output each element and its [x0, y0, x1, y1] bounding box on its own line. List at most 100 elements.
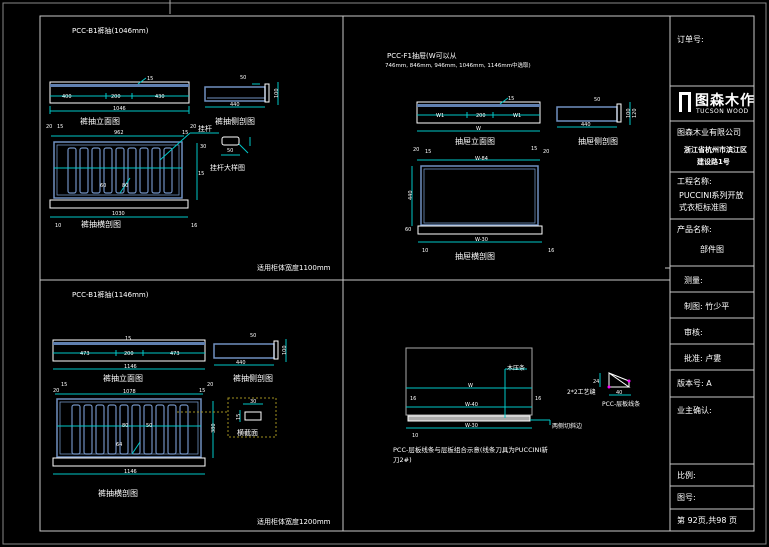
elevation-caption: 裤抽立面图 — [103, 373, 143, 383]
measure-field: 测量: — [684, 276, 703, 285]
logo-name-en: TUCSON WOOD — [696, 108, 749, 115]
dim-label: 20 — [413, 147, 419, 153]
dim-label: 15 — [236, 414, 242, 420]
top-right-elevation — [416, 97, 541, 132]
cross-caption: 裤抽横剖图 — [81, 219, 121, 229]
dim-label: 50 — [594, 97, 600, 103]
dim-label: 200 — [111, 94, 121, 100]
dim-label: 1030 — [112, 211, 125, 217]
dim-label: 100 — [626, 108, 632, 118]
dim-label: 440 — [581, 122, 591, 128]
top-right-side-section — [556, 102, 631, 128]
dim-label: 20 — [53, 388, 59, 394]
version-field: 版本号: A — [677, 379, 712, 388]
dim-label: 440 — [230, 102, 240, 108]
dim-label: W-84 — [475, 156, 488, 162]
approver-field: 批准: 卢婁 — [684, 354, 722, 363]
dim-label: 50 — [240, 75, 246, 81]
dim-label: W1 — [436, 113, 444, 119]
project-name-line2: 式衣柜标准图 — [679, 203, 727, 212]
dim-label: 15 — [125, 336, 131, 342]
company-name: 图森木业有限公司 — [677, 128, 741, 137]
elevation-caption: 抽屉立面图 — [455, 136, 495, 146]
shelf-strip-assembly — [405, 347, 551, 429]
dim-label: 15 — [61, 382, 67, 388]
top-left-side-section — [204, 82, 279, 108]
project-name-label: 工程名称: — [677, 177, 712, 186]
dim-label: 80 — [122, 423, 128, 429]
drawing-number-field: 图号: — [677, 493, 696, 502]
project-name-line1: PUCCINI系列开放 — [679, 191, 744, 200]
top-left-cross-section — [49, 132, 219, 218]
dim-label: 10 — [55, 223, 61, 229]
dim-label: 15 — [425, 149, 431, 155]
dim-label: 16 — [191, 223, 197, 229]
dim-label: 15 — [199, 388, 205, 394]
title-block — [665, 15, 755, 532]
top-left-elevation — [49, 77, 190, 114]
dim-label: W — [476, 126, 481, 132]
dim-label: W-30 — [475, 237, 488, 243]
dim-label: 20 — [190, 124, 196, 130]
logo-mark-icon — [679, 92, 691, 112]
cross-caption: 裤抽横剖图 — [98, 488, 138, 498]
groove-label: 2*2工艺缝 — [567, 388, 596, 396]
dim-label: 440 — [408, 190, 414, 200]
dim-label: 15 — [182, 130, 188, 136]
dim-label: 473 — [170, 351, 180, 357]
rod-label: 挂杆 — [198, 124, 212, 133]
dim-label: 80 — [122, 183, 128, 189]
dim-label: 24 — [593, 379, 599, 385]
product-name-value: 部件图 — [700, 245, 724, 254]
dim-label: 30 — [200, 144, 206, 150]
dim-label: 30 — [250, 399, 256, 405]
side-caption: 裤抽侧剖图 — [233, 373, 273, 383]
dim-label: 10 — [412, 433, 418, 439]
bottom-left-cross-section — [52, 393, 227, 475]
dim-label: 20 — [207, 382, 213, 388]
dim-label: 50 — [250, 333, 256, 339]
bottom-left-elevation — [52, 339, 206, 370]
applicable-width-1200: 适用柜体宽度1200mm — [257, 517, 331, 526]
dim-label: 200 — [476, 113, 486, 119]
dim-label: 20 — [543, 149, 549, 155]
dim-label: 15 — [531, 146, 537, 152]
shelf-strip-profile — [599, 372, 631, 396]
elevation-caption: 裤抽立面图 — [80, 116, 120, 126]
page-info: 第 92页,共98 页 — [677, 516, 737, 525]
dim-label: 60 — [100, 183, 106, 189]
bottom-left-side-section — [213, 339, 287, 366]
dim-label: 64 — [116, 442, 122, 448]
dim-label: 60 — [405, 227, 411, 233]
dim-label: 380 — [211, 423, 217, 433]
reviewer-field: 审核: — [684, 328, 703, 337]
assembly-note-line1: PCC-层板线条与层板组合示意(线条刀具为PUCCINI新 — [393, 445, 548, 454]
wood-strip-label: 木压条 — [507, 364, 525, 372]
logo-name-cn: 图森木作 — [695, 93, 755, 109]
scale-field: 比例: — [677, 471, 696, 480]
cross-caption: 抽屉横剖图 — [455, 251, 495, 261]
dim-label: 430 — [155, 94, 165, 100]
dim-label: W1 — [513, 113, 521, 119]
company-address-2: 建设路1号 — [697, 158, 730, 166]
dim-label: 100 — [274, 88, 280, 98]
dim-label: 962 — [114, 130, 124, 136]
dim-label: W — [468, 383, 473, 389]
dim-label: 440 — [236, 360, 246, 366]
dim-label: 50 — [227, 148, 233, 154]
dim-label: 15 — [198, 171, 204, 177]
dim-label: 1146 — [124, 364, 137, 370]
dim-label: 50 — [146, 423, 152, 429]
side-caption: 抽屉侧剖图 — [578, 136, 618, 146]
rod-detail-caption: 挂杆大样图 — [210, 163, 245, 172]
company-logo: 图森木作 TUCSON WOOD — [677, 90, 767, 120]
dim-label: 15 — [508, 96, 514, 102]
edge-cut-label: 两侧切斜边 — [552, 422, 582, 430]
dim-label: 1146 — [124, 469, 137, 475]
product-name-label: 产品名称: — [677, 225, 712, 234]
dim-label: W-30 — [465, 423, 478, 429]
dim-label: 20 — [46, 124, 52, 130]
top-right-cross-section — [411, 159, 543, 243]
